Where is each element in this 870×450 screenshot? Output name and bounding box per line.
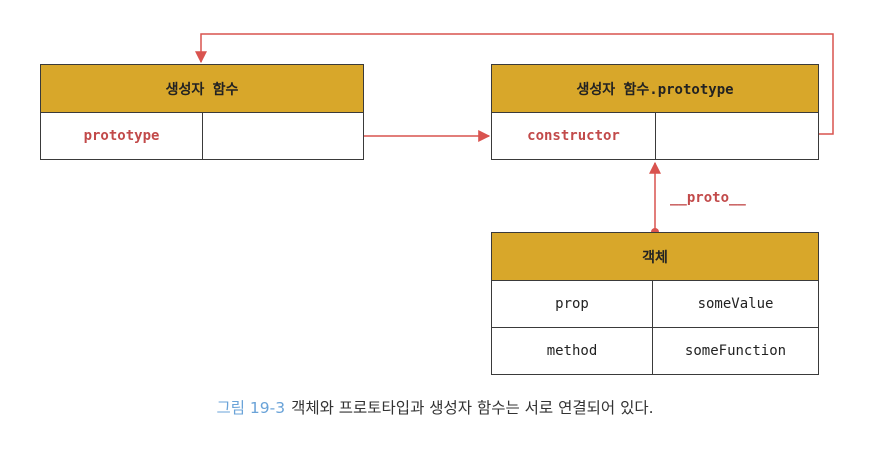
prototype-object-row: constructor [492, 113, 818, 159]
constructor-property-key: constructor [492, 113, 656, 159]
method-value: someFunction [684, 343, 787, 359]
object-title: 객체 [492, 233, 818, 281]
method-key: method [492, 328, 653, 374]
prototype-property-value [203, 113, 363, 159]
object-row-method: method someFunction [492, 327, 818, 374]
constructor-property-value [656, 113, 818, 159]
object-row-prop: prop someValue [492, 281, 818, 327]
constructor-function-title: 생성자 함수 [41, 65, 363, 113]
object-box: 객체 prop someValue method someFunction [491, 232, 819, 375]
constructor-function-row: prototype [41, 113, 363, 159]
proto-link-label: __proto__ [670, 190, 746, 206]
prototype-object-box: 생성자 함수.prototype constructor [491, 64, 819, 160]
constructor-function-box: 생성자 함수 prototype [40, 64, 364, 160]
proto-link-arrow [649, 161, 661, 236]
prop-value: someValue [697, 296, 774, 312]
prop-key: prop [492, 281, 653, 327]
prototype-object-title: 생성자 함수.prototype [492, 65, 818, 113]
figure-caption: 그림 19-3 객체와 프로토타입과 생성자 함수는 서로 연결되어 있다. [0, 396, 870, 418]
prototype-property-key: prototype [41, 113, 203, 159]
figure-number: 그림 19-3 [216, 399, 286, 417]
caption-text: 객체와 프로토타입과 생성자 함수는 서로 연결되어 있다. [291, 399, 654, 417]
